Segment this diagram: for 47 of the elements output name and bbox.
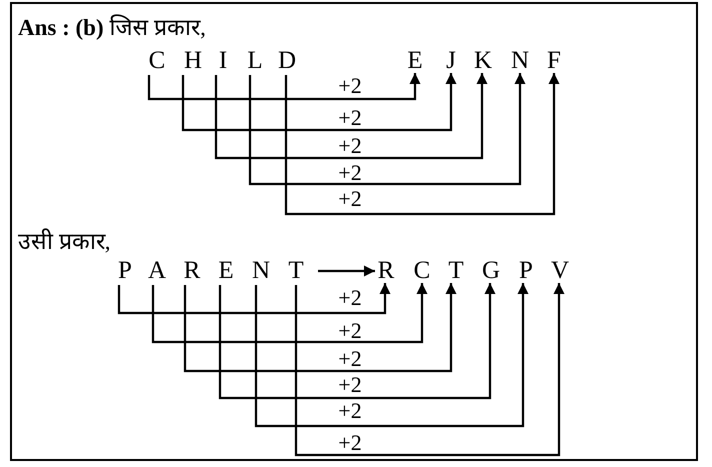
letter: I bbox=[211, 49, 235, 73]
edge-label: +2 bbox=[338, 432, 362, 454]
letter: P bbox=[113, 259, 137, 283]
letter: P bbox=[514, 259, 538, 283]
section-heading: उसी प्रकार, bbox=[18, 227, 110, 256]
letter: J bbox=[439, 49, 463, 73]
edge-label: +2 bbox=[338, 162, 362, 184]
letter: R bbox=[374, 259, 398, 283]
letter: F bbox=[542, 49, 566, 73]
letter: N bbox=[249, 259, 273, 283]
letter: V bbox=[548, 259, 572, 283]
edge-label: +2 bbox=[338, 75, 362, 97]
edge-label: +2 bbox=[338, 320, 362, 342]
letter: E bbox=[403, 49, 427, 73]
letter: T bbox=[444, 259, 468, 283]
arrow bbox=[118, 283, 390, 314]
arrow bbox=[184, 283, 456, 372]
edge-label: +2 bbox=[338, 400, 362, 422]
edge-label: +2 bbox=[338, 374, 362, 396]
arrow bbox=[248, 73, 526, 186]
letter: A bbox=[145, 259, 169, 283]
arrow bbox=[218, 283, 496, 400]
edge-label: +2 bbox=[338, 135, 362, 157]
letter: L bbox=[243, 49, 267, 73]
edge-label: +2 bbox=[338, 348, 362, 370]
letter: K bbox=[471, 49, 495, 73]
arrow bbox=[254, 283, 528, 428]
arrow bbox=[152, 283, 428, 344]
letter: T bbox=[284, 259, 308, 283]
letter: G bbox=[479, 259, 503, 283]
letter: R bbox=[180, 259, 204, 283]
letter: C bbox=[410, 259, 434, 283]
arrow bbox=[214, 73, 488, 160]
arrow bbox=[148, 73, 420, 100]
arrow bbox=[318, 266, 375, 276]
arrow bbox=[294, 283, 564, 456]
letter: D bbox=[275, 49, 299, 73]
answer-heading: Ans : (b) जिस प्रकार, bbox=[18, 13, 206, 42]
edge-label: +2 bbox=[338, 107, 362, 129]
letter: E bbox=[214, 259, 238, 283]
edge-label: +2 bbox=[338, 287, 362, 309]
edge-label: +2 bbox=[338, 188, 362, 210]
arrow bbox=[284, 73, 560, 216]
letter: H bbox=[181, 49, 205, 73]
letter: N bbox=[508, 49, 532, 73]
letter: C bbox=[145, 49, 169, 73]
arrow bbox=[182, 73, 456, 132]
